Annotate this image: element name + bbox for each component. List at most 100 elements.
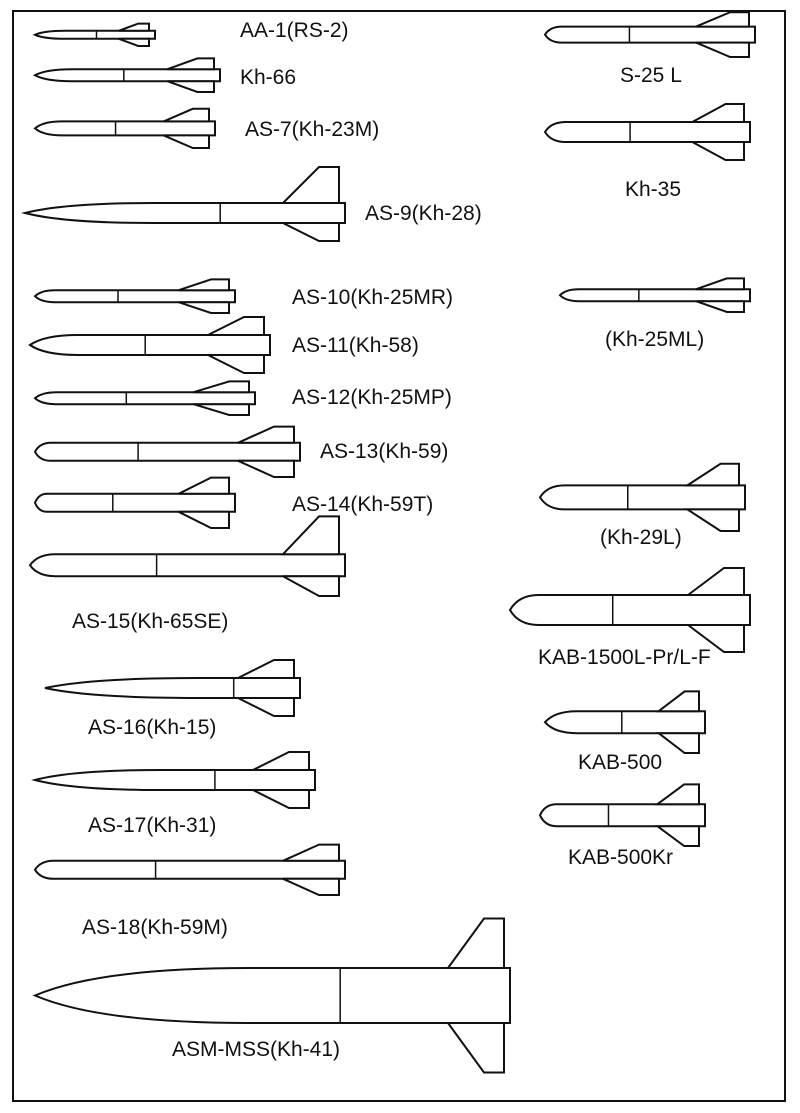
label-kh-29l: (Kh-29L) [600, 526, 682, 549]
missile-kh-41-drawing [32, 917, 511, 1073]
missile-body [33, 859, 346, 880]
tail-fin [282, 877, 340, 897]
missile-s-25l-drawing [543, 11, 756, 59]
label-as-13: AS-13(Kh-59) [320, 440, 449, 463]
label-as-14: AS-14(Kh-59T) [292, 493, 434, 516]
missile-as-9-drawing [21, 166, 346, 242]
missile-as-14-drawing [33, 476, 236, 530]
label-as-15: AS-15(Kh-65SE) [72, 610, 229, 633]
missile-body [33, 390, 256, 405]
missile-body [28, 334, 271, 356]
missile-kh-66-drawing [32, 57, 221, 93]
missile-body [32, 29, 156, 40]
label-as-7: AS-7(Kh-23M) [245, 118, 380, 141]
missile-body [44, 677, 301, 699]
tail-fin [252, 789, 310, 809]
missile-kab-500kr-drawing [538, 783, 706, 847]
tail-fin [683, 507, 740, 532]
missile-aa-1-drawing [32, 22, 156, 48]
tail-fin [695, 11, 750, 28]
label-kh-66: Kh-66 [240, 66, 297, 89]
tail-fin [280, 515, 340, 555]
tail-fin [118, 22, 150, 32]
missile-body [31, 769, 316, 791]
tail-fin [193, 402, 250, 416]
tail-fin [280, 166, 340, 204]
tail-fin [683, 462, 740, 486]
label-kab-500kr: KAB-500Kr [568, 846, 674, 869]
missile-body [543, 25, 756, 44]
missile-as-15-drawing [28, 515, 346, 597]
label-kab-1500: KAB-1500L-Pr/L-F [538, 646, 711, 669]
label-as-9: AS-9(Kh-28) [365, 202, 482, 225]
tail-fin [654, 783, 700, 805]
label-as-10: AS-10(Kh-25MR) [292, 286, 454, 309]
missile-body [538, 483, 746, 510]
tail-fin [282, 574, 340, 597]
tail-fin [118, 37, 150, 48]
tail-fin [282, 222, 340, 242]
label-as-18: AS-18(Kh-59M) [82, 916, 228, 939]
label-kab-500: KAB-500 [578, 751, 663, 774]
tail-fin [655, 731, 700, 754]
label-kh-25ml: (Kh-25ML) [605, 328, 705, 351]
tail-fin [237, 697, 295, 717]
missile-as-18-drawing [33, 843, 346, 897]
label-s-25l: S-25 L [620, 64, 682, 87]
tail-fin [163, 133, 210, 149]
tail-fin [685, 624, 745, 653]
missile-as-11-drawing [28, 316, 271, 374]
missile-as-13-drawing [33, 425, 301, 479]
frame-border [12, 10, 786, 1102]
tail-fin [237, 659, 295, 679]
tail-fin [167, 79, 215, 93]
missile-body [21, 202, 346, 224]
missile-kh-25ml-drawing [558, 277, 751, 313]
label-as-17: AS-17(Kh-31) [88, 814, 217, 837]
tail-fin [237, 459, 295, 479]
missile-body [558, 287, 751, 302]
label-kh-41: ASM-MSS(Kh-41) [172, 1038, 341, 1061]
tail-fin [207, 316, 265, 336]
missile-kh-35-drawing [543, 103, 751, 161]
tail-fin [685, 567, 745, 596]
missile-body [32, 67, 221, 82]
missile-body [33, 492, 236, 513]
tail-fin [446, 917, 505, 969]
missile-body [32, 966, 511, 1024]
tail-fin [654, 824, 700, 847]
tail-fin [178, 510, 230, 530]
tail-fin [178, 300, 230, 314]
missile-body [543, 709, 706, 734]
missile-as-10-drawing [33, 278, 236, 314]
tail-fin [695, 41, 750, 59]
tail-fin [695, 299, 745, 313]
tail-fin [446, 1021, 505, 1073]
missile-as-7-drawing [33, 107, 216, 149]
missile-kab-1500-drawing [508, 567, 751, 653]
tail-fin [252, 751, 310, 771]
missile-kab-500-drawing [543, 690, 706, 754]
missile-body [508, 594, 751, 626]
missile-as-12-drawing [33, 380, 256, 416]
tail-fin [163, 107, 210, 122]
missile-body [33, 119, 216, 136]
missile-body [33, 441, 301, 462]
tail-fin [178, 476, 230, 495]
tail-fin [691, 141, 745, 161]
missile-kh-29l-drawing [538, 462, 746, 532]
missile-as-17-drawing [31, 751, 316, 809]
tail-fin [695, 277, 745, 290]
tail-fin [655, 690, 700, 712]
tail-fin [193, 380, 250, 393]
label-as-16: AS-16(Kh-15) [88, 716, 217, 739]
tail-fin [282, 843, 340, 862]
missile-body [543, 121, 751, 143]
label-as-11: AS-11(Kh-58) [292, 334, 419, 357]
tail-fin [691, 103, 745, 123]
label-kh-35: Kh-35 [625, 178, 682, 201]
tail-fin [237, 425, 295, 444]
missile-body [28, 552, 346, 577]
label-as-12: AS-12(Kh-25MP) [292, 386, 452, 409]
missile-body [33, 288, 236, 303]
